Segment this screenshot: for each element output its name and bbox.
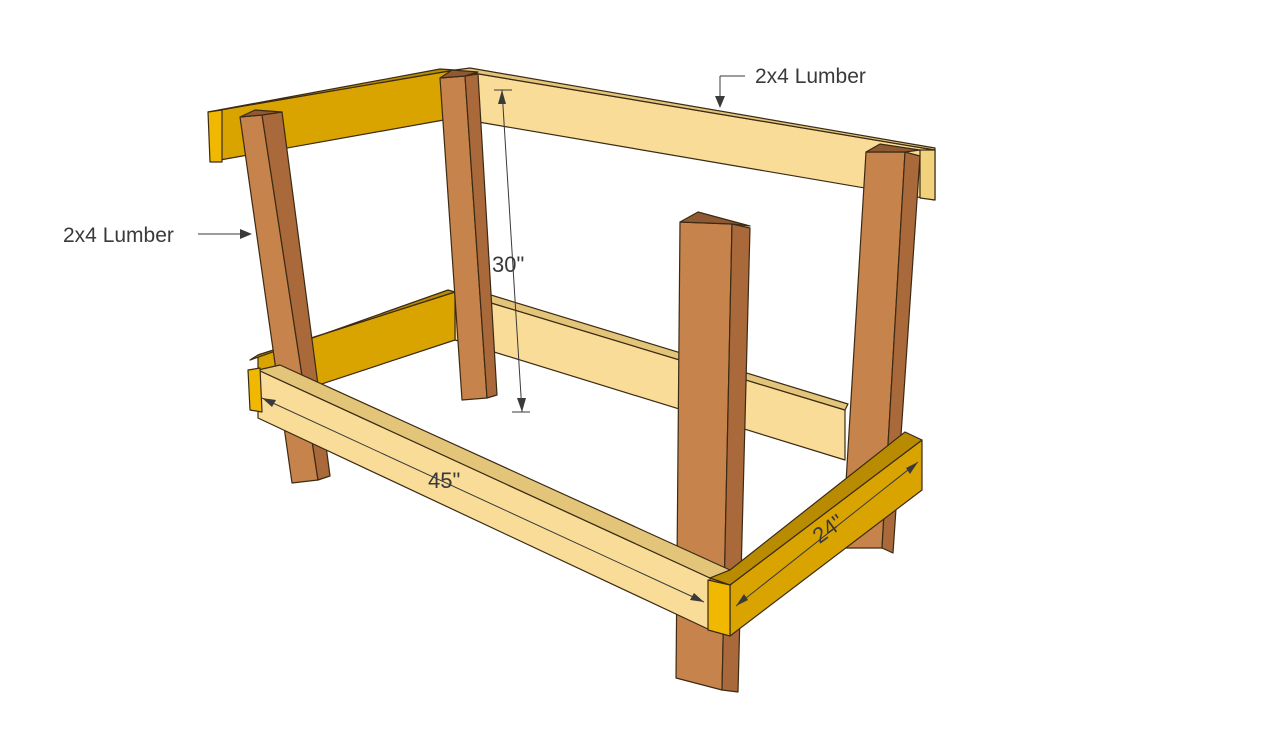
back-bottom-rail	[454, 287, 849, 461]
left-lumber-label: 2x4 Lumber	[63, 224, 174, 247]
right-bottom-rail	[707, 431, 923, 637]
callout-left-lumber: 2x4 Lumber	[63, 224, 252, 247]
top-lumber-label: 2x4 Lumber	[755, 65, 866, 88]
dimension-height: 30"	[492, 89, 530, 413]
length-dimension-label: 45"	[428, 468, 460, 493]
dimension-length: 45"	[261, 397, 705, 603]
leg-rear-left	[439, 69, 498, 401]
height-dimension-label: 30"	[492, 252, 524, 277]
callout-top-lumber: 2x4 Lumber	[715, 65, 866, 108]
back-top-rail	[454, 67, 936, 201]
front-bottom-rail	[247, 364, 731, 631]
